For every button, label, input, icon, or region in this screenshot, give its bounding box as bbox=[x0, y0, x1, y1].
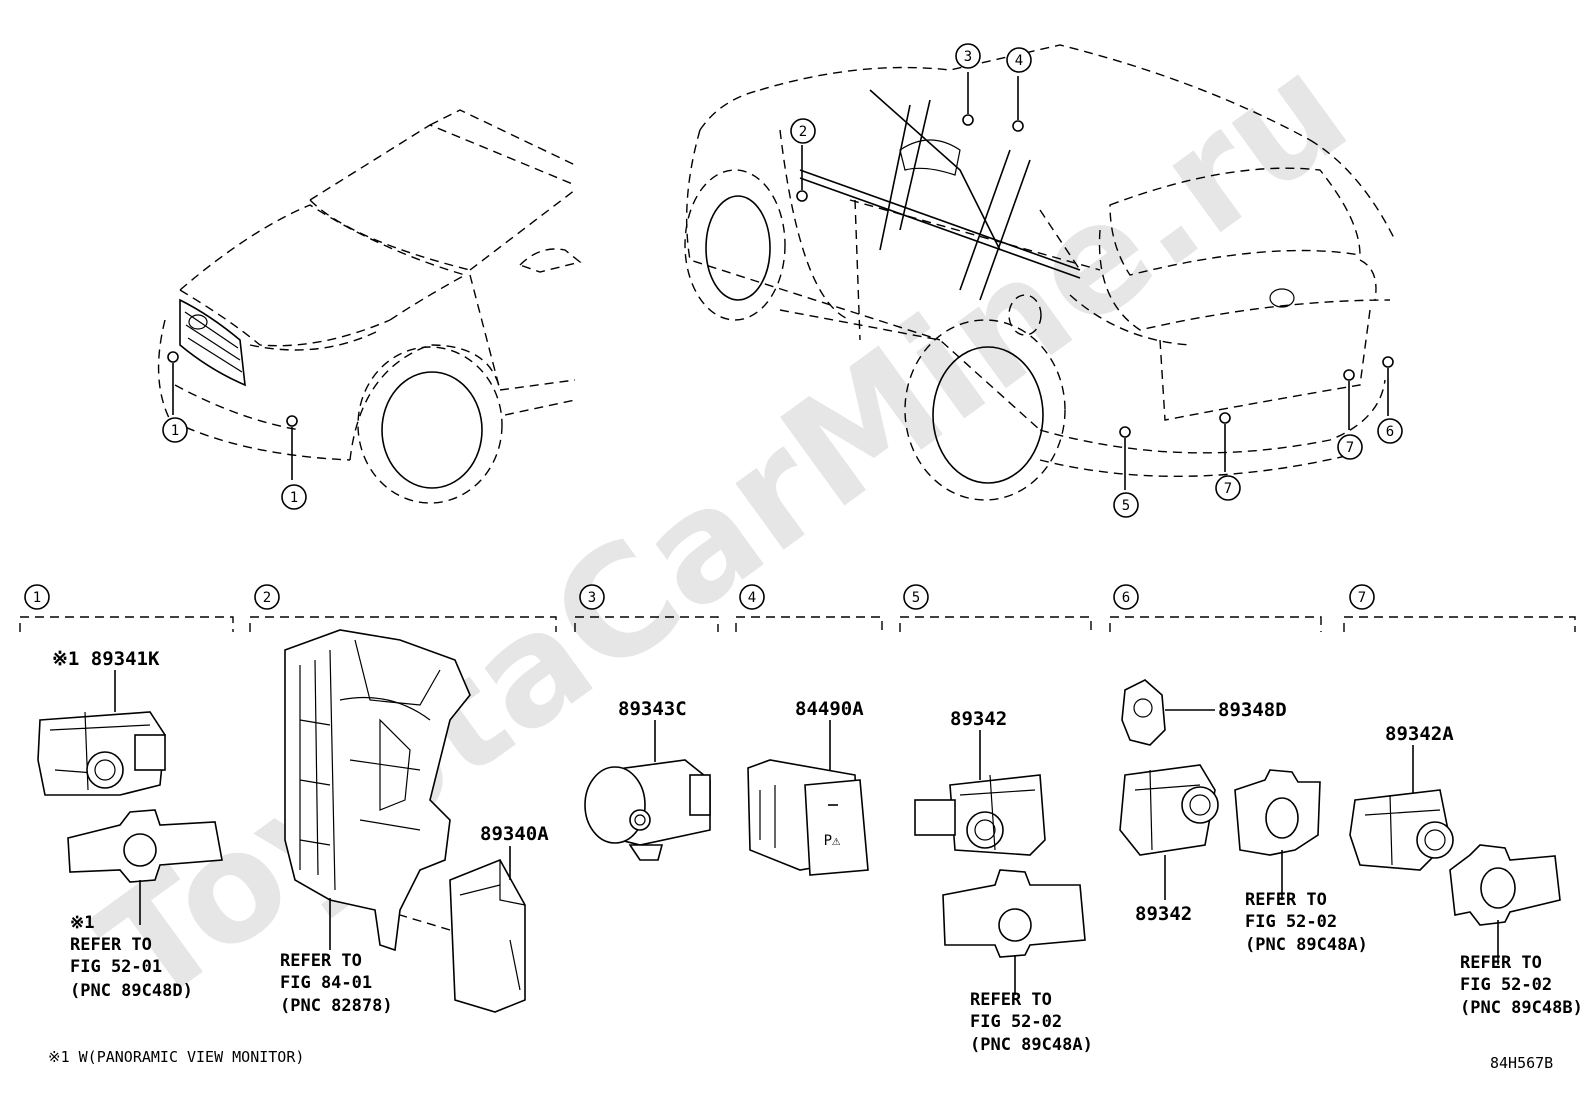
callout-5: 5 bbox=[1122, 498, 1130, 514]
part-89342-g5: 89342 bbox=[950, 708, 1007, 730]
ref6-line2: FIG 52-02 bbox=[1245, 912, 1337, 932]
group-headers: 1 2 3 4 5 6 7 bbox=[19, 584, 1576, 632]
ref5-line3: (PNC 89C48A) bbox=[970, 1035, 1093, 1055]
callout-3: 3 bbox=[964, 49, 972, 65]
ref6-line3: (PNC 89C48A) bbox=[1245, 935, 1368, 955]
part-89340A: 89340A bbox=[480, 823, 549, 845]
group-num-3: 3 bbox=[588, 590, 596, 606]
group-6: 89348D 89342 REFER TO FIG 52-02 (PNC 89C… bbox=[1119, 679, 1368, 955]
group-7: 89342A REFER TO FIG 52-02 (PNC 89C48B) bbox=[1349, 723, 1583, 1018]
group-2: 89340A REFER TO FIG 84-01 (PNC 82878) bbox=[280, 629, 549, 1016]
group-3: 89343C bbox=[584, 698, 711, 861]
group-num-1: 1 bbox=[33, 590, 41, 606]
group-num-6: 6 bbox=[1122, 590, 1130, 606]
callout-1b: 1 bbox=[290, 490, 298, 506]
group-4: 84490A P⚠ bbox=[747, 698, 869, 876]
group-num-2: 2 bbox=[263, 590, 271, 606]
callout-4: 4 bbox=[1015, 53, 1023, 69]
ref7-line1: REFER TO bbox=[1460, 953, 1542, 973]
ref1-line1: REFER TO bbox=[70, 935, 152, 955]
ref2-line2: FIG 84-01 bbox=[280, 973, 372, 993]
footnote: ※1 W(PANORAMIC VIEW MONITOR) bbox=[48, 1048, 304, 1066]
group-num-7: 7 bbox=[1358, 590, 1366, 606]
illustration-code: 84H567B bbox=[1490, 1054, 1553, 1072]
ref5-line2: FIG 52-02 bbox=[970, 1012, 1062, 1032]
ref7-line2: FIG 52-02 bbox=[1460, 975, 1552, 995]
callout-2: 2 bbox=[799, 124, 807, 140]
callout-7a: 7 bbox=[1346, 440, 1354, 456]
callout-7b: 7 bbox=[1224, 481, 1232, 497]
callout-6: 6 bbox=[1386, 424, 1394, 440]
part-89342A: 89342A bbox=[1385, 723, 1454, 745]
part-89341K: ※1 89341K bbox=[52, 648, 160, 670]
part-89348D: 89348D bbox=[1218, 699, 1287, 721]
p-assist-icon: P⚠ bbox=[824, 833, 841, 849]
ref2-line1: REFER TO bbox=[280, 951, 362, 971]
group-num-5: 5 bbox=[912, 590, 920, 606]
front-car-view bbox=[157, 109, 582, 504]
ref1-line3: (PNC 89C48D) bbox=[70, 981, 193, 1001]
ref1-line2: FIG 52-01 bbox=[70, 957, 162, 977]
ref7-line3: (PNC 89C48B) bbox=[1460, 998, 1583, 1018]
part-84490A: 84490A bbox=[795, 698, 864, 720]
group-num-4: 4 bbox=[748, 590, 756, 606]
watermark: ToyotaCarMine.ru bbox=[69, 22, 1378, 1039]
ref1-mark: ※1 bbox=[70, 913, 94, 933]
group-5: 89342 REFER TO FIG 52-02 (PNC 89C48A) bbox=[914, 708, 1093, 1055]
part-89342-g6: 89342 bbox=[1135, 903, 1192, 925]
ref5-line1: REFER TO bbox=[970, 990, 1052, 1010]
part-89343C: 89343C bbox=[618, 698, 687, 720]
ref2-line3: (PNC 82878) bbox=[280, 996, 393, 1016]
rear-car-view bbox=[684, 44, 1396, 501]
callout-1a: 1 bbox=[171, 423, 179, 439]
group-1: ※1 89341K ※1 REFER TO FIG 52-01 (PNC 89C… bbox=[37, 648, 223, 1001]
callouts: 1 1 2 3 4 5 6 7 7 bbox=[162, 43, 1403, 518]
ref6-line1: REFER TO bbox=[1245, 890, 1327, 910]
